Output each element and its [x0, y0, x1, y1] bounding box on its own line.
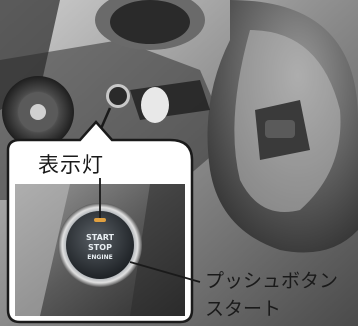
button-text-stop: STOP [88, 243, 112, 252]
push-button-label-line2: スタート [205, 298, 282, 320]
push-button-label-line1: プッシュボタン [205, 270, 339, 292]
steering-wheel [207, 0, 358, 253]
indicator-lamp-label: 表示灯 [38, 153, 104, 177]
start-button-small [106, 84, 130, 108]
air-vent [2, 76, 74, 148]
button-text-start: START [86, 233, 115, 242]
button-text-engine: ENGINE [87, 254, 112, 261]
